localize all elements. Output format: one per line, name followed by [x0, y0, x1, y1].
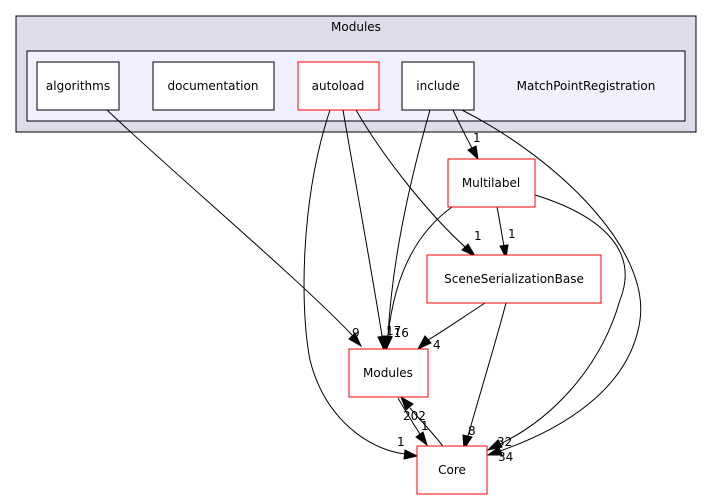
node-include[interactable]: include [401, 61, 475, 111]
node-multilabel-label: Multilabel [462, 176, 520, 190]
node-modules[interactable]: Modules [348, 348, 429, 398]
edge-ssb-modules [427, 302, 486, 341]
node-scene-serialization-base-label: SceneSerializationBase [444, 272, 584, 286]
edge-label-core-modules: 1 [421, 419, 429, 433]
arrowhead [486, 446, 503, 456]
node-documentation-label: documentation [168, 79, 259, 93]
edge-include-core [461, 109, 642, 452]
edge-autoload-ssb [355, 109, 466, 248]
edge-label-multilabel-core: 32 [497, 435, 512, 449]
edge-label-autoload-core: 1 [397, 435, 405, 449]
node-autoload[interactable]: autoload [297, 61, 380, 111]
edge-algorithms-modules [106, 109, 353, 336]
arrowhead [461, 243, 477, 258]
inner-cluster-label: MatchPointRegistration [517, 79, 656, 93]
edge-label-ssb-modules: 4 [433, 338, 441, 352]
node-core-label: Core [438, 463, 466, 477]
node-include-label: include [416, 79, 459, 93]
edge-multilabel-core [499, 194, 626, 445]
arrowhead [348, 332, 363, 348]
arrowhead [400, 395, 414, 411]
arrowhead [415, 431, 428, 447]
edge-autoload-core [303, 109, 406, 455]
edge-include-multilabel [452, 109, 473, 149]
arrowhead [486, 439, 503, 451]
edge-label-autoload-modules: 17 [386, 324, 401, 338]
edge-label-include-modules: 116 [386, 326, 409, 340]
edge-autoload-modules [342, 109, 383, 337]
node-autoload-label: autoload [312, 79, 365, 93]
node-documentation[interactable]: documentation [152, 61, 275, 111]
edge-label-autoload-ssb: 1 [474, 229, 482, 243]
arrowhead [403, 449, 419, 460]
node-algorithms-label: algorithms [46, 79, 110, 93]
edge-include-modules [387, 109, 431, 337]
node-core[interactable]: Core [416, 445, 488, 495]
node-scene-serialization-base[interactable]: SceneSerializationBase [426, 254, 602, 304]
edge-core-modules [409, 407, 446, 450]
edge-label-include-multilabel: 1 [473, 131, 481, 145]
edge-label-include-core: 34 [498, 450, 513, 464]
arrowhead [467, 145, 479, 161]
edge-ssb-core [467, 302, 507, 437]
edge-modules-core [397, 397, 421, 435]
arrowhead [416, 335, 432, 351]
node-algorithms[interactable]: algorithms [36, 61, 120, 111]
edge-multilabel-modules [387, 206, 453, 337]
edge-label-algorithms-modules: 9 [352, 326, 360, 340]
edge-label-multilabel-ssb: 1 [508, 227, 516, 241]
edge-multilabel-ssb [496, 206, 505, 247]
arrowhead [382, 335, 393, 352]
edge-label-ssb-core: 8 [468, 424, 476, 438]
outer-cluster-label: Modules [331, 20, 381, 34]
node-modules-label: Modules [363, 366, 413, 380]
node-multilabel[interactable]: Multilabel [447, 158, 536, 208]
